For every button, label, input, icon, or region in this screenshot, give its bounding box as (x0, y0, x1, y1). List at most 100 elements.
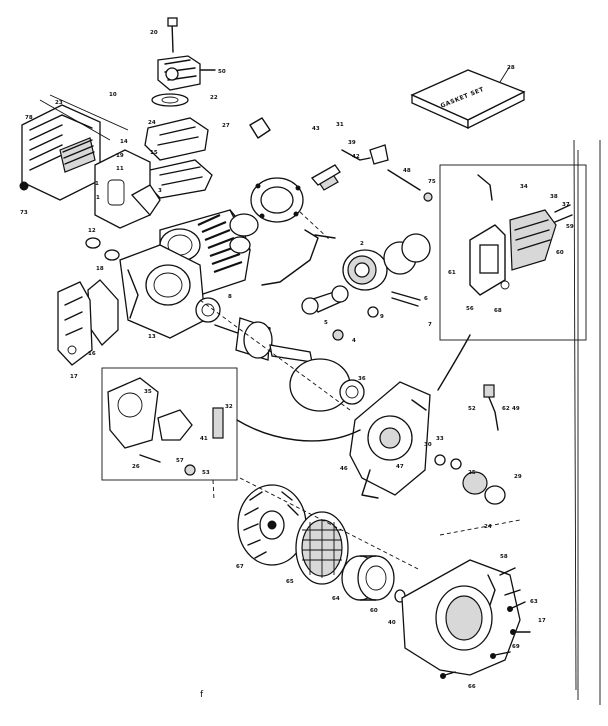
intake-manifold (144, 117, 213, 199)
assembly-line-1 (199, 299, 351, 411)
inset-pointer-right (437, 334, 471, 391)
callout: 60 (556, 250, 564, 256)
fuel-fitting (369, 144, 389, 165)
connecting-rod (301, 285, 349, 315)
crankcase-gasket-right (289, 358, 351, 412)
fuel-cap-nut (423, 192, 433, 202)
cylinder-head (250, 169, 339, 223)
flywheel (237, 484, 307, 566)
crankshaft (195, 297, 313, 363)
fuel-line (341, 149, 371, 161)
callout: 7 (428, 322, 432, 328)
fuel-tube (387, 169, 421, 191)
callout: 19 (116, 153, 124, 159)
callout: 20 (150, 30, 158, 36)
callout: 29 (514, 474, 522, 480)
right-border-line-2 (573, 139, 577, 691)
air-filter-housing (19, 94, 129, 201)
crankcase-gasket (57, 279, 119, 366)
callout: 60 (370, 608, 378, 614)
callout: 40 (388, 620, 396, 626)
callout: 14 (120, 139, 128, 145)
spark-plug-wire (487, 394, 499, 431)
crank-nut (332, 329, 344, 341)
inset-pointer-left (236, 419, 361, 442)
callout: 23 (55, 100, 63, 106)
carburetor (151, 17, 216, 107)
callout: 1 (96, 195, 100, 201)
seal-ring (104, 249, 120, 261)
callout: 16 (88, 351, 96, 357)
gasket-ring-2 (229, 236, 251, 254)
callout: 53 (202, 470, 210, 476)
crankcase-left (119, 244, 206, 339)
needle-bearing (367, 306, 379, 318)
piston-ring-2 (401, 233, 431, 263)
assembly-line-5 (439, 519, 521, 536)
seal-small-2 (450, 458, 462, 470)
wrist-pin (391, 291, 421, 307)
callout: 34 (520, 184, 528, 190)
callout: 59 (566, 224, 574, 230)
callout: 9 (380, 314, 384, 320)
bottom-mark: f (200, 690, 204, 700)
callout: 65 (286, 579, 294, 585)
gasket-set-box: GASKET SET (410, 65, 526, 130)
callout: 50 (218, 69, 226, 75)
spark-plug (310, 164, 341, 186)
callout: 46 (340, 466, 348, 472)
callout: 22 (210, 95, 218, 101)
callout: 11 (116, 166, 124, 172)
callout: 69 (512, 644, 520, 650)
callout: 37 (562, 202, 570, 208)
callout: 15 (150, 150, 158, 156)
clutch-drum (341, 555, 395, 601)
callout: 57 (176, 458, 184, 464)
callout: 18 (96, 266, 104, 272)
callout: 1 (95, 181, 99, 187)
callout: 6 (424, 296, 428, 302)
spark-plug-boot (483, 384, 495, 398)
callout: 35 (144, 389, 152, 395)
starter-housing (401, 559, 521, 676)
callout: 66 (468, 684, 476, 690)
callout: 25 (468, 470, 476, 476)
callout: 52 (468, 406, 476, 412)
callout: 47 (396, 464, 404, 470)
callout: 61 (448, 270, 456, 276)
ignition-inset (439, 164, 587, 341)
callout: 17 (70, 374, 78, 380)
callout: 17 (538, 618, 546, 624)
callout: 64 (332, 596, 340, 602)
callout: 26 (132, 464, 140, 470)
callout: 39 (348, 140, 356, 146)
callout: 8 (228, 294, 232, 300)
callout: 62 (502, 406, 510, 412)
callout: 73 (20, 210, 28, 216)
callout: 41 (200, 436, 208, 442)
carb-gasket-plate (94, 149, 161, 229)
bearing-left (195, 297, 221, 323)
callout: 24 (148, 120, 156, 126)
callout: 31 (336, 122, 344, 128)
callout: 24 (484, 524, 492, 530)
callout: 4 (352, 338, 356, 344)
assembly-line-4 (212, 479, 215, 501)
callout: 75 (428, 179, 436, 185)
callout: 33 (436, 436, 444, 442)
callout: 5 (324, 320, 328, 326)
linkage-bracket (249, 117, 271, 139)
callout: 63 (530, 599, 538, 605)
callout: 78 (25, 115, 33, 121)
callout: 68 (494, 308, 502, 314)
throttle-spring (314, 234, 336, 239)
o-ring (85, 237, 101, 249)
piston (342, 249, 388, 291)
callout: 67 (236, 564, 244, 570)
callout-labels: 20 50 22 27 78 10 23 19 24 15 14 11 1 1 … (20, 30, 574, 690)
callout: 32 (225, 404, 233, 410)
assembly-line-2 (239, 477, 421, 571)
callout: 12 (88, 228, 96, 234)
callout: 42 (352, 154, 360, 160)
gasket-ring (229, 213, 259, 237)
